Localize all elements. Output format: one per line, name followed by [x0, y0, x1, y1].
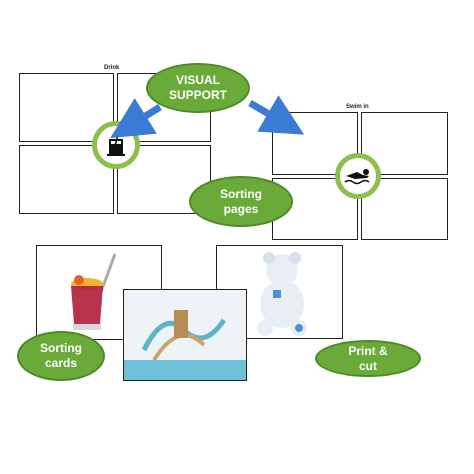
sorting-cards-callout: Sorting cards — [17, 331, 105, 381]
left-page-label: Drink — [104, 65, 120, 71]
teddy-photo — [257, 252, 307, 336]
print-cut-callout: Print & cut — [315, 340, 421, 377]
card-waterpark — [123, 289, 247, 381]
visual-support-callout: VISUAL SUPPORT — [146, 63, 250, 113]
drink-photo — [71, 253, 117, 330]
waterpark-photo — [124, 290, 246, 380]
swimmer-svg — [344, 169, 370, 185]
swimmer-icon — [335, 153, 381, 199]
sorting-pages-callout: Sorting pages — [189, 176, 293, 227]
arrow-to-left-page — [110, 98, 162, 139]
right-page-label: Swim in — [346, 104, 369, 110]
arrow-to-right-page — [248, 95, 305, 135]
